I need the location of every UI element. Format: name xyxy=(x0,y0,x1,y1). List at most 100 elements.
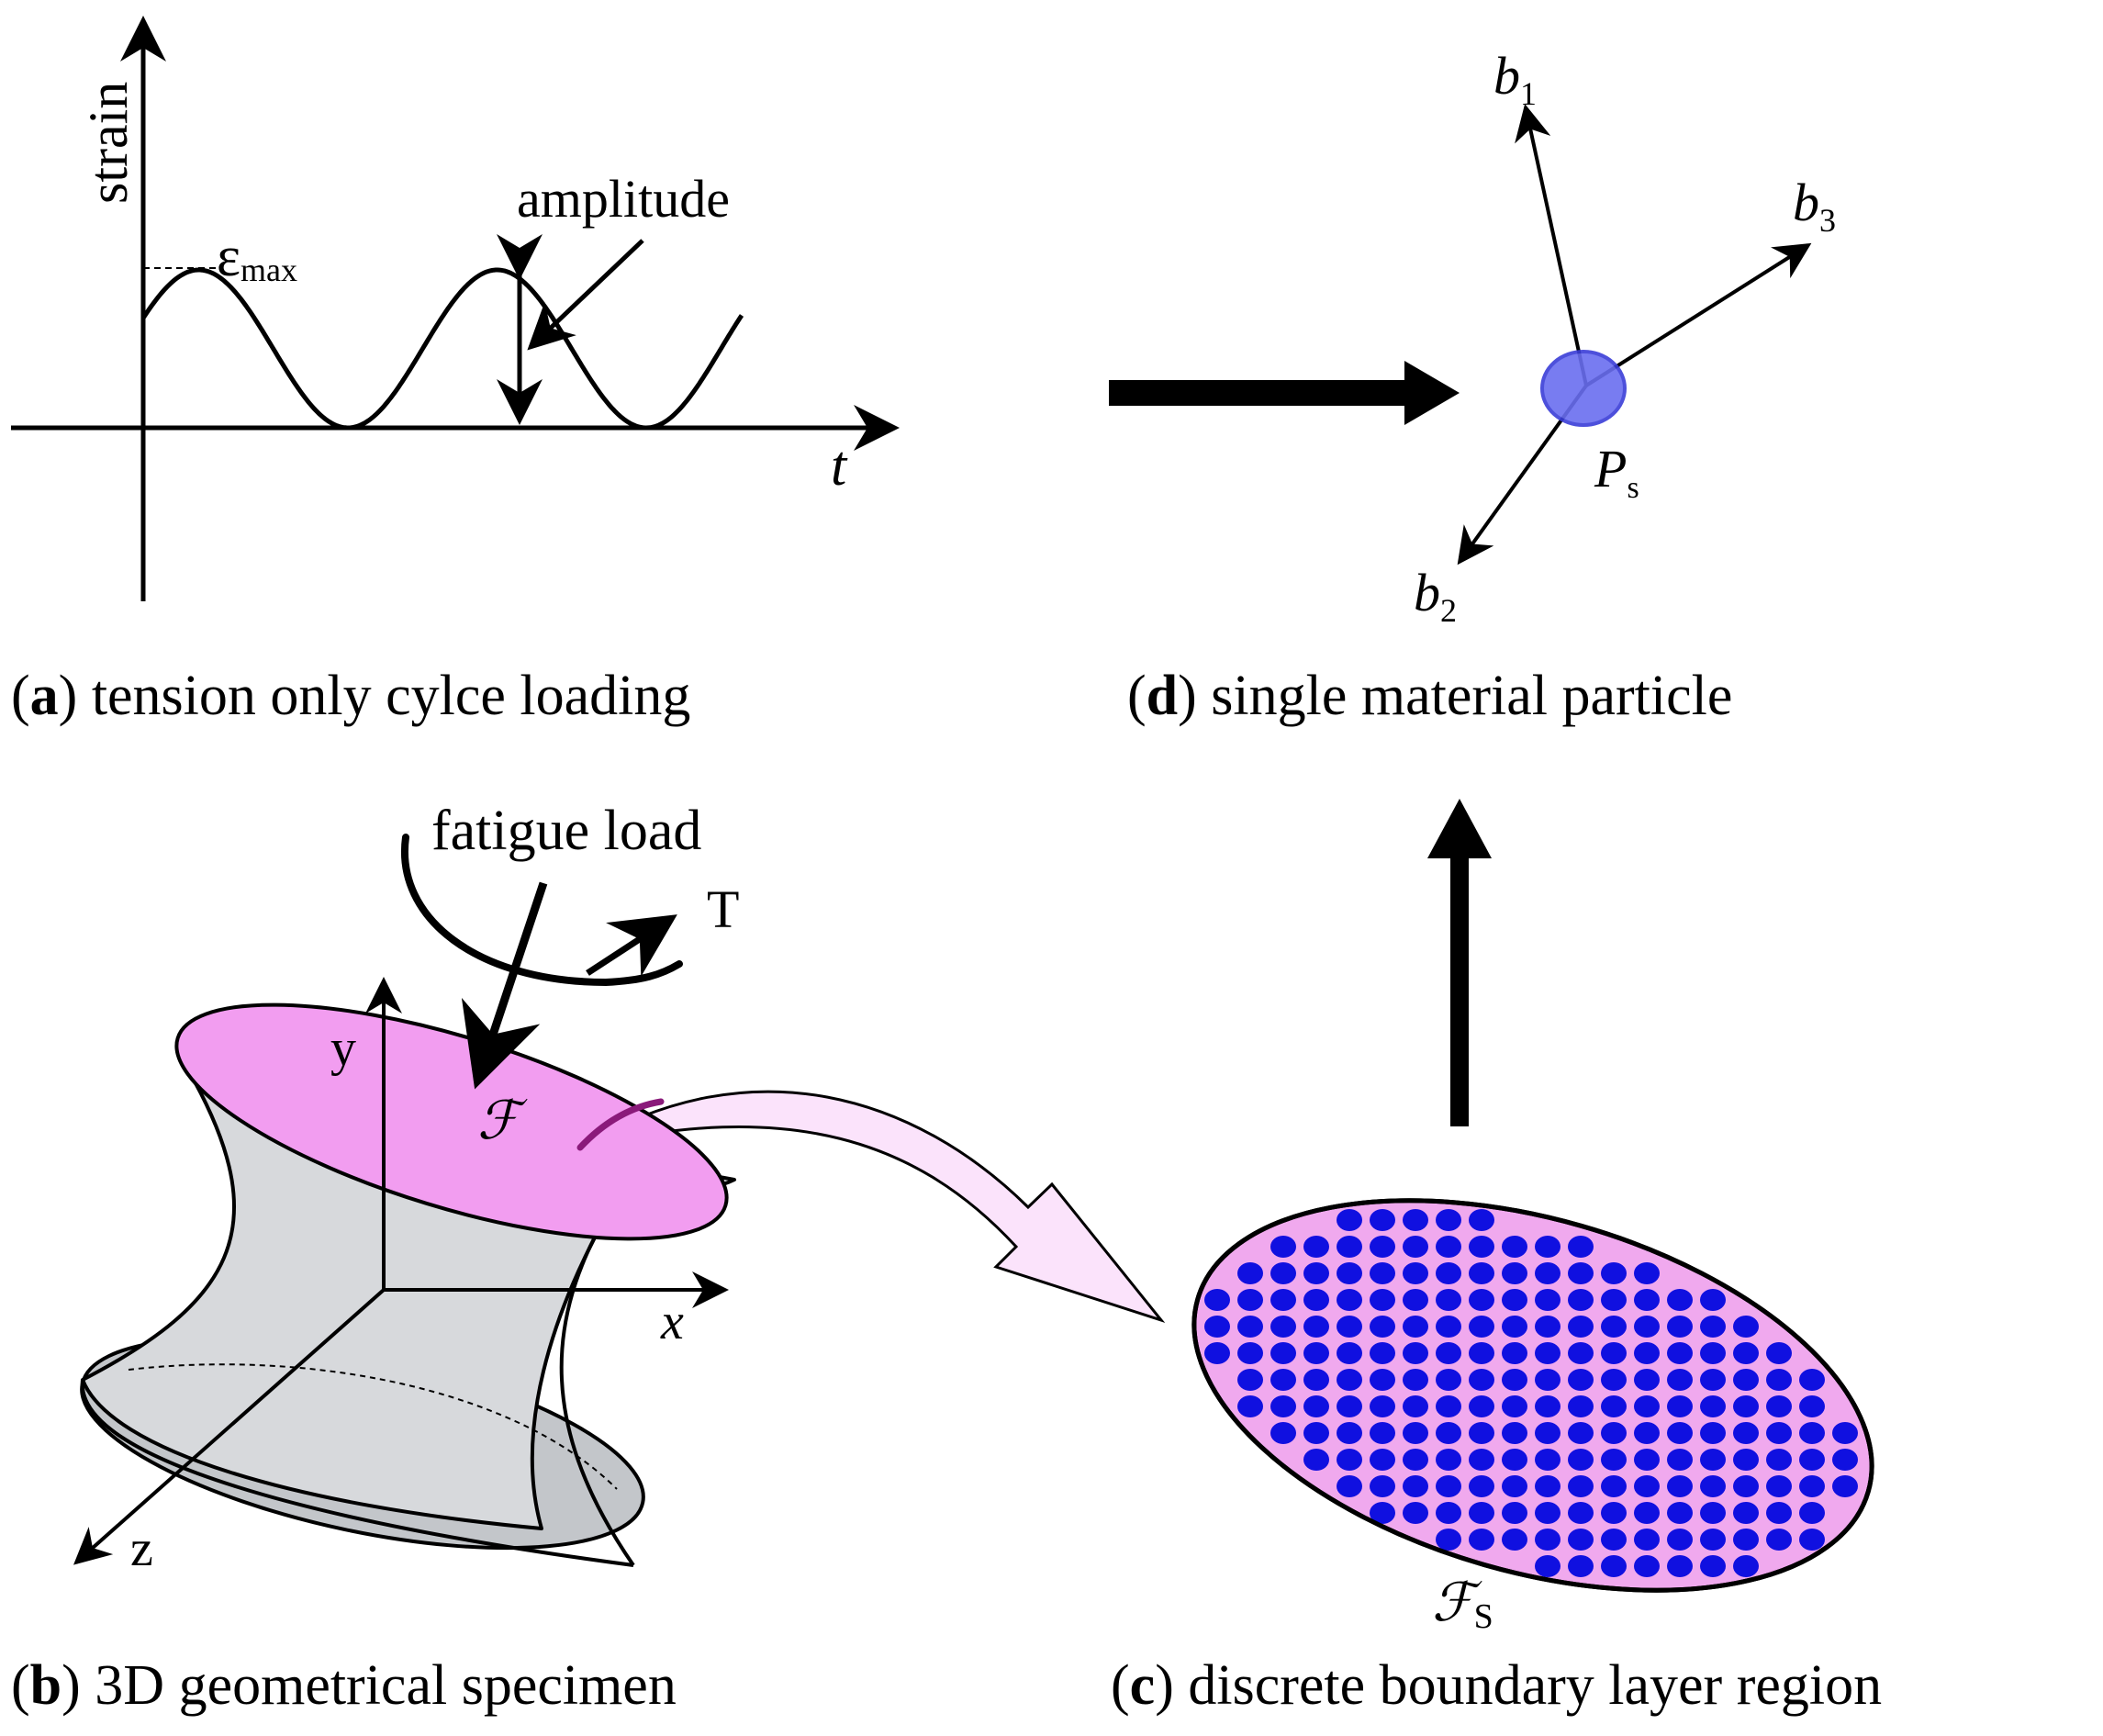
discrete-point xyxy=(1370,1342,1395,1364)
discrete-point xyxy=(1469,1316,1494,1338)
discrete-point xyxy=(1832,1422,1858,1444)
discrete-point xyxy=(1469,1262,1494,1284)
discrete-point xyxy=(1832,1475,1858,1497)
discrete-point xyxy=(1370,1262,1395,1284)
discrete-point xyxy=(1634,1342,1660,1364)
discrete-point xyxy=(1568,1502,1594,1524)
y-axis-label: strain xyxy=(78,82,139,204)
discrete-point xyxy=(1469,1529,1494,1551)
discrete-point xyxy=(1535,1502,1560,1524)
discrete-point xyxy=(1370,1236,1395,1258)
discrete-point xyxy=(1436,1422,1461,1444)
discrete-points xyxy=(1204,1209,1858,1577)
discrete-point xyxy=(1337,1289,1362,1311)
discrete-point xyxy=(1502,1422,1527,1444)
discrete-point xyxy=(1237,1316,1263,1338)
discrete-point xyxy=(1370,1209,1395,1231)
discrete-point xyxy=(1601,1289,1627,1311)
discrete-point xyxy=(1403,1475,1428,1497)
axis-x-label: x xyxy=(660,1294,684,1350)
discrete-point xyxy=(1667,1449,1693,1471)
particle-label: Ps xyxy=(1594,439,1639,505)
discrete-point xyxy=(1535,1475,1560,1497)
discrete-point xyxy=(1436,1475,1461,1497)
discrete-point xyxy=(1733,1316,1759,1338)
discrete-point xyxy=(1502,1395,1527,1417)
discrete-point xyxy=(1303,1422,1329,1444)
discrete-point xyxy=(1766,1529,1792,1551)
specimen-z-axis xyxy=(73,1288,386,1565)
discrete-point xyxy=(1733,1449,1759,1471)
discrete-point xyxy=(1799,1475,1825,1497)
discrete-point xyxy=(1469,1209,1494,1231)
discrete-point xyxy=(1337,1475,1362,1497)
discrete-point xyxy=(1568,1289,1594,1311)
discrete-point xyxy=(1535,1262,1560,1284)
discrete-point xyxy=(1733,1529,1759,1551)
discrete-point xyxy=(1237,1369,1263,1391)
discrete-point xyxy=(1535,1289,1560,1311)
discrete-point xyxy=(1535,1395,1560,1417)
discrete-point xyxy=(1700,1342,1726,1364)
vector-b3 xyxy=(1584,242,1812,387)
panel-a-strain-plot: strain t εmax amplitude (a) tension only… xyxy=(11,16,900,727)
discrete-point xyxy=(1700,1316,1726,1338)
discrete-point xyxy=(1270,1422,1296,1444)
discrete-point xyxy=(1436,1262,1461,1284)
discrete-point xyxy=(1469,1342,1494,1364)
discrete-point xyxy=(1700,1475,1726,1497)
discrete-point xyxy=(1601,1529,1627,1551)
strain-curve xyxy=(140,267,744,431)
discrete-point xyxy=(1601,1262,1627,1284)
discrete-point xyxy=(1337,1422,1362,1444)
discrete-point xyxy=(1535,1316,1560,1338)
flow-arrows xyxy=(579,361,1492,1323)
discrete-point xyxy=(1303,1395,1329,1417)
discrete-point xyxy=(1237,1289,1263,1311)
discrete-point xyxy=(1270,1289,1296,1311)
transfer-arrow-tail xyxy=(576,1098,665,1151)
discrete-point xyxy=(1502,1316,1527,1338)
discrete-point xyxy=(1568,1342,1594,1364)
discrete-point xyxy=(1370,1449,1395,1471)
discrete-point xyxy=(1370,1369,1395,1391)
discrete-point xyxy=(1667,1316,1693,1338)
discrete-point xyxy=(1667,1395,1693,1417)
discrete-point xyxy=(1568,1422,1594,1444)
discrete-point xyxy=(1733,1502,1759,1524)
fatigue-load-label: fatigue load xyxy=(431,800,701,862)
discrete-point xyxy=(1700,1369,1726,1391)
panel-b-specimen: y x z ℱ fatigue load T (b) 3D geometrica… xyxy=(11,800,739,1717)
discrete-point xyxy=(1469,1422,1494,1444)
discrete-point xyxy=(1337,1316,1362,1338)
discrete-point xyxy=(1337,1262,1362,1284)
torque-arrow xyxy=(586,914,677,977)
boundary-region xyxy=(1191,1198,1874,1593)
discrete-point xyxy=(1634,1475,1660,1497)
discrete-point xyxy=(1601,1316,1627,1338)
discrete-point xyxy=(1667,1555,1693,1577)
discrete-point xyxy=(1634,1422,1660,1444)
discrete-point xyxy=(1370,1502,1395,1524)
discrete-point xyxy=(1502,1342,1527,1364)
discrete-point xyxy=(1568,1449,1594,1471)
discrete-point xyxy=(1634,1529,1660,1551)
discrete-point xyxy=(1601,1449,1627,1471)
b1-label: b1 xyxy=(1493,46,1537,112)
discrete-point xyxy=(1799,1369,1825,1391)
vector-b1 xyxy=(1515,104,1588,386)
discrete-point xyxy=(1799,1529,1825,1551)
discrete-point xyxy=(1634,1289,1660,1311)
discrete-point xyxy=(1436,1449,1461,1471)
b3-label: b3 xyxy=(1793,173,1836,239)
discrete-point xyxy=(1436,1502,1461,1524)
discrete-point xyxy=(1337,1449,1362,1471)
discrete-point xyxy=(1535,1422,1560,1444)
discrete-point xyxy=(1667,1422,1693,1444)
discrete-point xyxy=(1568,1369,1594,1391)
discrete-point xyxy=(1733,1395,1759,1417)
discrete-point xyxy=(1667,1289,1693,1311)
discrete-point xyxy=(1270,1342,1296,1364)
discrete-point xyxy=(1237,1395,1263,1417)
